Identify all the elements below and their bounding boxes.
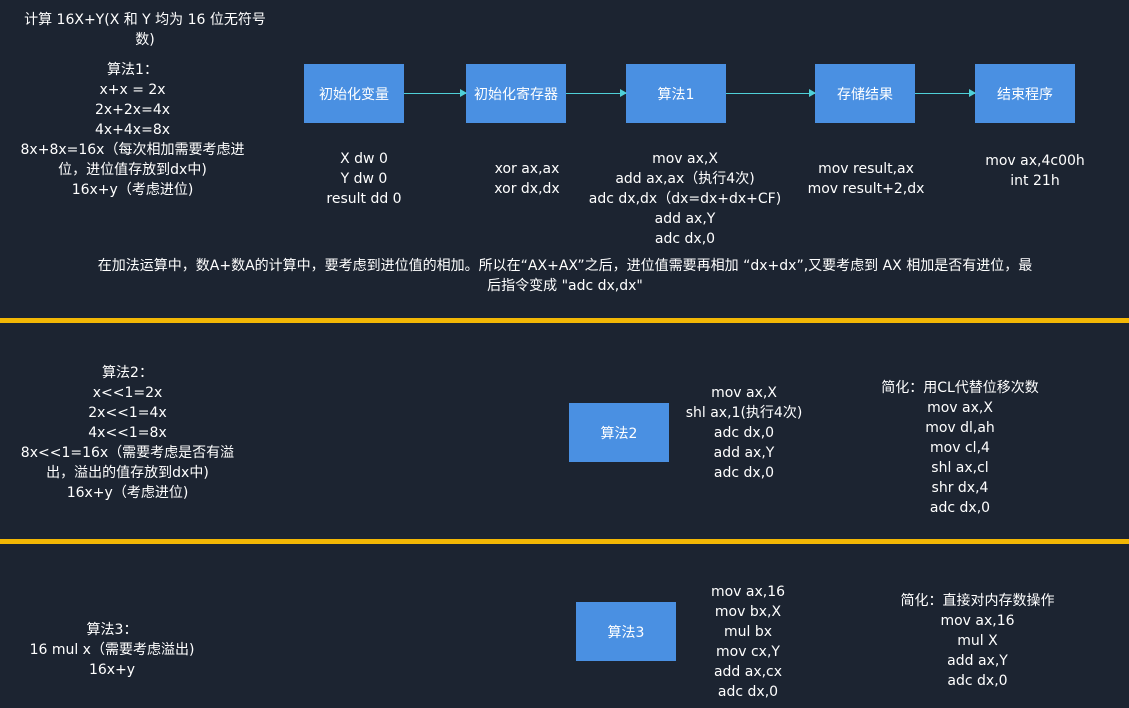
- code-line: add ax,Y: [713, 445, 775, 461]
- algo3-line: 16 mul x（需要考虑溢出): [29, 642, 195, 658]
- step-algorithm-2: 算法2: [569, 403, 669, 462]
- note-line-1: 在加法运算中，数A+数A的计算中，要考虑到进位值的相加。所以在“AX+AX”之后…: [97, 258, 1033, 274]
- algo2-line: x<<1=2x: [92, 385, 163, 401]
- simplified-heading: 简化：用CL代替位移次数: [881, 380, 1039, 396]
- code-line: adc dx,0: [929, 500, 991, 516]
- panel-algorithm-3: [0, 544, 1129, 708]
- code-line: mov cl,4: [930, 440, 990, 456]
- algo2-description: 算法2： x<<1=2x 2x<<1=4x 4x<<1=8x 8x<<1=16x…: [5, 363, 250, 503]
- code-line: X dw 0: [340, 151, 388, 167]
- code-line: mul bx: [723, 624, 773, 640]
- code-algorithm-2: mov ax,X shl ax,1(执行4次) adc dx,0 add ax,…: [680, 383, 808, 483]
- flow-arrow: [404, 89, 467, 97]
- code-line: xor dx,dx: [494, 181, 560, 197]
- flow-arrow: [566, 89, 627, 97]
- code-line: mov bx,X: [714, 604, 782, 620]
- code-line: mul X: [957, 633, 998, 649]
- simplified-heading: 简化：直接对内存数操作: [900, 593, 1055, 609]
- title-line-2: 数): [135, 32, 155, 48]
- algo1-line: 16x+y（考虑进位): [71, 182, 194, 198]
- code-line: adc dx,0: [717, 684, 779, 700]
- algo1-line: 2x+2x=4x: [94, 102, 171, 118]
- code-line: adc dx,dx（dx=dx+dx+CF): [588, 191, 782, 207]
- code-end-program: mov ax,4c00h int 21h: [980, 151, 1090, 191]
- code-line: mov dl,ah: [925, 420, 995, 436]
- code-line: mov ax,X: [927, 400, 993, 416]
- code-line: add ax,Y: [654, 211, 716, 227]
- step-store-result: 存储结果: [815, 64, 915, 123]
- algo3-heading: 算法3：: [86, 622, 138, 638]
- code-algorithm-3: mov ax,16 mov bx,X mul bx mov cx,Y add a…: [700, 582, 796, 702]
- algo2-line: 16x+y（考虑进位): [66, 485, 189, 501]
- separator-2: [0, 539, 1129, 544]
- algo1-line: 8x+8x=16x（每次相加需要考虑进: [20, 142, 245, 158]
- step-end-program: 结束程序: [975, 64, 1075, 123]
- code-line: mov ax,X: [652, 151, 718, 167]
- algo1-heading: 算法1：: [107, 62, 158, 78]
- step-init-registers: 初始化寄存器: [466, 64, 566, 123]
- code-line: mov ax,16: [940, 613, 1015, 629]
- code-line: xor ax,ax: [494, 161, 560, 177]
- code-init-variables: X dw 0 Y dw 0 result dd 0: [304, 149, 424, 209]
- step-init-variables: 初始化变量: [304, 64, 404, 123]
- code-line: shr dx,4: [931, 480, 989, 496]
- algo3-line: 16x+y: [88, 662, 136, 678]
- separator-1: [0, 318, 1129, 323]
- code-line: add ax,ax（执行4次): [615, 171, 755, 187]
- code-line: adc dx,0: [713, 425, 775, 441]
- step-algorithm-3: 算法3: [576, 602, 676, 661]
- code-line: adc dx,0: [947, 673, 1008, 689]
- flow-arrow: [726, 89, 816, 97]
- algo2-simplified: 简化：用CL代替位移次数 mov ax,X mov dl,ah mov cl,4…: [870, 378, 1050, 518]
- algo2-line: 4x<<1=8x: [88, 425, 167, 441]
- code-line: adc dx,0: [654, 231, 716, 247]
- flow-arrow: [915, 89, 976, 97]
- algo1-description: 算法1： x+x = 2x 2x+2x=4x 4x+4x=8x 8x+8x=16…: [5, 60, 260, 200]
- panel-algorithm-2: [0, 323, 1129, 539]
- code-line: mov result+2,dx: [807, 181, 925, 197]
- step-algorithm-1: 算法1: [626, 64, 726, 123]
- code-line: mov ax,4c00h: [985, 153, 1085, 169]
- code-line: mov cx,Y: [716, 644, 780, 660]
- code-line: add ax,Y: [947, 653, 1008, 669]
- code-line: adc dx,0: [713, 465, 775, 481]
- algo2-heading: 算法2：: [102, 365, 153, 381]
- code-line: Y dw 0: [340, 171, 388, 187]
- algo2-line: 8x<<1=16x（需要考虑是否有溢: [20, 445, 235, 461]
- algo1-note: 在加法运算中，数A+数A的计算中，要考虑到进位值的相加。所以在“AX+AX”之后…: [40, 256, 1090, 296]
- code-line: mov ax,16: [710, 584, 786, 600]
- title-line-1: 计算 16X+Y(X 和 Y 均为 16 位无符号: [24, 12, 266, 28]
- code-line: mov ax,X: [711, 385, 777, 401]
- algo1-line: 4x+4x=8x: [94, 122, 171, 138]
- note-line-2: 后指令变成 "adc dx,dx": [487, 278, 643, 294]
- panel-algorithm-1: [0, 0, 1129, 318]
- code-line: result dd 0: [326, 191, 402, 207]
- algo1-line: 位，进位值存放到dx中): [58, 162, 207, 178]
- algo3-description: 算法3： 16 mul x（需要考虑溢出) 16x+y: [12, 620, 212, 680]
- algo2-line: 出，溢出的值存放到dx中): [46, 465, 209, 481]
- code-line: shl ax,1(执行4次): [685, 405, 803, 421]
- code-line: add ax,cx: [713, 664, 783, 680]
- algo2-line: 2x<<1=4x: [88, 405, 167, 421]
- code-store-result: mov result,ax mov result+2,dx: [800, 159, 932, 199]
- code-line: mov result,ax: [818, 161, 914, 177]
- code-algorithm-1: mov ax,X add ax,ax（执行4次) adc dx,dx（dx=dx…: [583, 149, 787, 249]
- algo1-line: x+x = 2x: [99, 82, 166, 98]
- code-init-registers: xor ax,ax xor dx,dx: [467, 159, 587, 199]
- algo3-simplified: 简化：直接对内存数操作 mov ax,16 mul X add ax,Y adc…: [890, 591, 1065, 691]
- code-line: shl ax,cl: [931, 460, 989, 476]
- code-line: int 21h: [1010, 173, 1060, 189]
- page-title: 计算 16X+Y(X 和 Y 均为 16 位无符号 数): [10, 10, 280, 50]
